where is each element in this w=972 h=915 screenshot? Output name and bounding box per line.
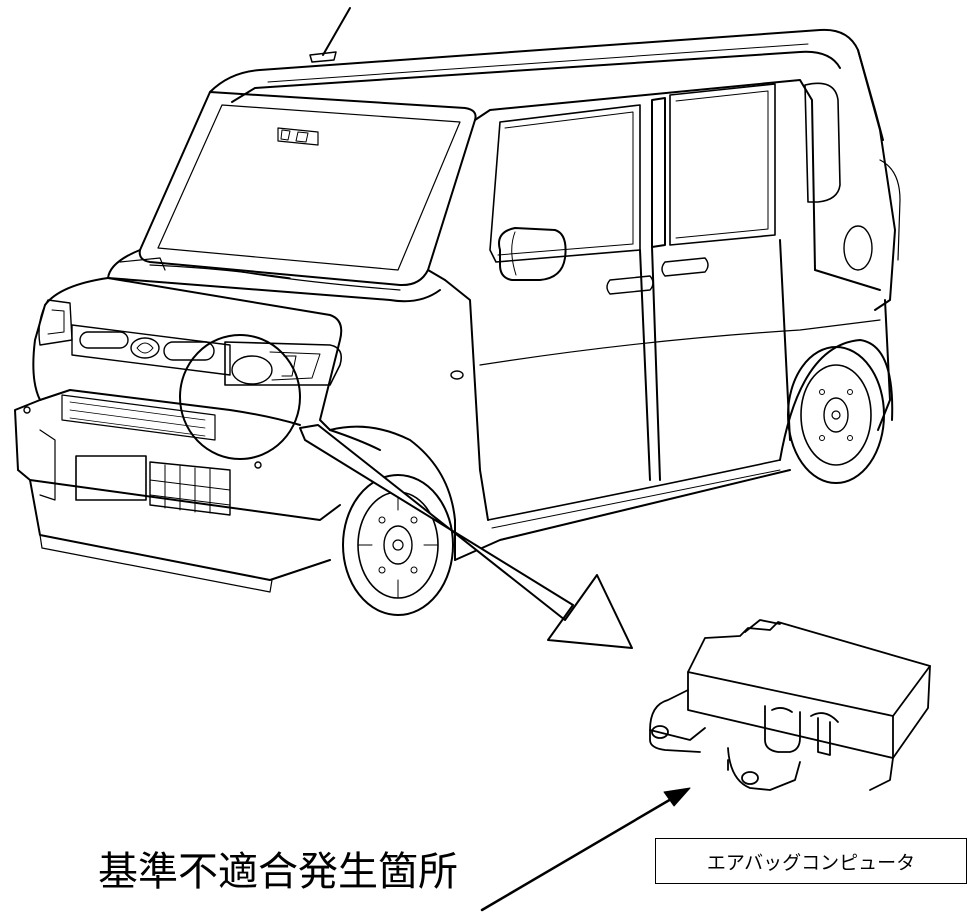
callout-marker (179, 334, 301, 460)
pointer-arrow (299, 424, 633, 649)
vehicle-illustration (14, 7, 901, 616)
airbag-computer-illustration (649, 619, 931, 791)
nonconformity-location-label: 基準不適合発生箇所 (98, 849, 458, 895)
component-label: エアバッグコンピュータ (706, 851, 916, 874)
component-label-box: エアバッグコンピュータ (655, 838, 967, 884)
leader-arrow (480, 787, 691, 912)
